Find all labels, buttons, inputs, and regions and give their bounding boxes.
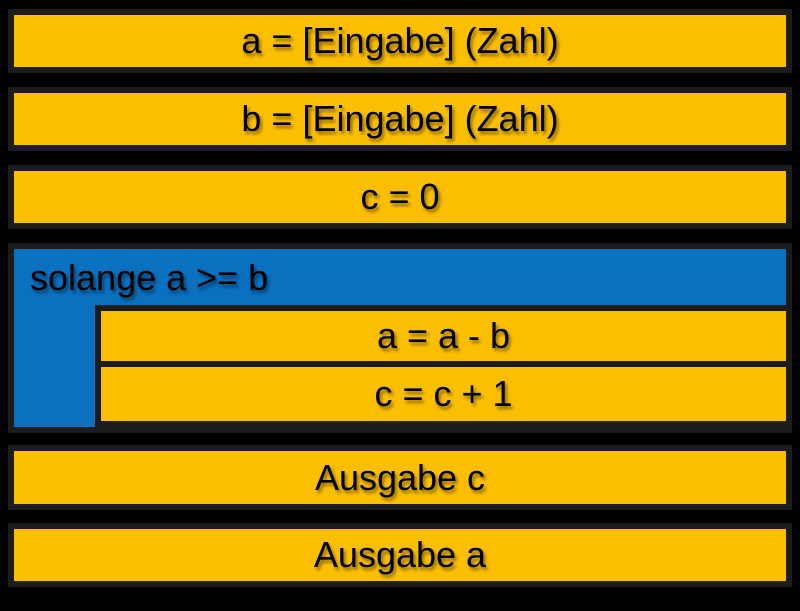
block-init-c: c = 0 <box>8 165 792 229</box>
block-while-loop: solange a >= b a = a - b c = c + 1 <box>8 243 792 433</box>
block-input-a-label: a = [Eingabe] (Zahl) <box>241 20 559 61</box>
block-loop-subtract: a = a - b <box>101 311 786 367</box>
block-output-c: Ausgabe c <box>8 445 792 510</box>
block-output-a: Ausgabe a <box>8 523 792 587</box>
block-output-c-label: Ausgabe c <box>314 456 486 498</box>
block-init-c-label: c = 0 <box>360 176 440 217</box>
while-loop-body: a = a - b c = c + 1 <box>95 305 792 427</box>
block-loop-increment: c = c + 1 <box>101 367 786 421</box>
block-loop-increment-label: c = c + 1 <box>374 373 513 414</box>
block-input-b: b = [Eingabe] (Zahl) <box>8 87 792 151</box>
while-loop-condition: solange a >= b <box>30 257 269 298</box>
block-input-b-label: b = [Eingabe] (Zahl) <box>241 98 559 139</box>
block-output-a-label: Ausgabe a <box>313 534 487 575</box>
block-loop-subtract-label: a = a - b <box>376 315 511 356</box>
block-input-a: a = [Eingabe] (Zahl) <box>8 9 792 73</box>
